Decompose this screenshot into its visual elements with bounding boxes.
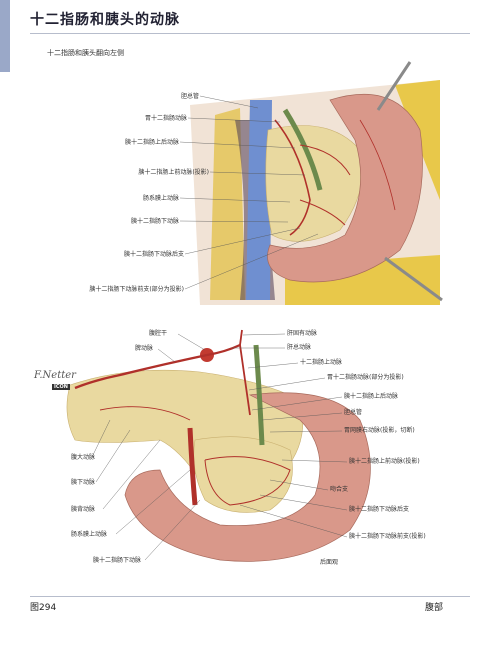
top-fat-left	[210, 108, 245, 300]
bottom-superior-mesenteric-artery	[187, 427, 198, 506]
label-post-sup-pd-artery-bottom: 胰十二指肠上后动脉	[344, 393, 399, 400]
top-retractor-lower	[384, 256, 443, 302]
top-artery-main	[274, 119, 311, 236]
label-posterior-view: 后面观	[320, 559, 339, 566]
label-inf-pd-artery-bottom: 胰十二指肠下动脉	[93, 557, 142, 564]
bottom-figure	[66, 329, 371, 562]
label-supraduodenal-artery: 十二指肠上动脉	[300, 359, 343, 366]
artist-signature: F.Netter	[34, 370, 76, 381]
bottom-common-hepatic-artery	[206, 344, 241, 357]
label-great-pancreatic-artery: 腹大动脉	[71, 454, 96, 461]
top-duodenum	[267, 93, 423, 283]
chapter-tab	[0, 0, 10, 72]
bottom-duodenum	[124, 392, 371, 562]
footer-divider	[30, 596, 470, 597]
figure-number: 图294	[30, 603, 57, 613]
label-gastroduodenal-artery-top: 胃十二指肠动脉	[144, 115, 187, 122]
top-figure	[179, 61, 443, 305]
top-retractor-upper	[376, 61, 412, 111]
publisher-badge: ICON	[52, 384, 70, 390]
label-sma-bottom: 肠系膜上动脉	[71, 531, 108, 538]
label-proper-hepatic-artery: 肝固有动脉	[287, 330, 318, 337]
bottom-pancreaticoduodenal-arcade	[204, 456, 291, 506]
label-inf-pd-anterior-branch-top: 胰十二指肠下动脉前支(部分为投影)	[89, 286, 184, 293]
label-inf-pd-artery-top: 胰十二指肠下动脉	[130, 218, 179, 225]
label-anastomosis: 吻合支	[330, 486, 349, 493]
bottom-gastroduodenal-artery	[239, 344, 251, 416]
bottom-proper-hepatic-artery	[239, 329, 243, 346]
label-celiac-trunk: 腹腔干	[149, 330, 168, 337]
section-name: 腹部	[425, 603, 444, 613]
label-inf-pd-posterior-branch-top: 胰十二指肠下动脉后支	[123, 251, 184, 258]
top-artery-branch-3	[359, 119, 396, 211]
label-ant-sup-pd-artery-top: 胰十二指肠上前动脉(投影)	[138, 169, 209, 176]
label-post-sup-pd-artery-top: 胰十二指肠上后动脉	[124, 139, 179, 146]
label-inferior-pancreatic-artery: 胰下动脉	[71, 479, 96, 486]
top-artery-branch-1	[299, 144, 351, 176]
page-title: 十二指肠和胰头的动脉	[30, 12, 180, 28]
figure-subtitle: 十二指肠和胰头翻向左侧	[47, 49, 124, 57]
label-common-bile-duct-bottom: 胆总管	[344, 409, 363, 416]
label-common-bile-duct-top: 胆总管	[180, 93, 199, 100]
label-gastroduodenal-artery-bottom: 胃十二指肠动脉(部分为投影)	[327, 374, 404, 381]
bottom-bile-duct	[253, 344, 265, 446]
label-inf-pd-anterior-branch-bottom: 胰十二指肠下动脉前支(投影)	[349, 533, 426, 540]
label-splenic-artery: 脾动脉	[135, 345, 154, 352]
label-right-gastroepiploic-artery: 胃网膜右动脉(投影，切断)	[344, 427, 415, 434]
top-artery-branch-2	[299, 199, 346, 226]
bottom-inferior-pancreatic-artery	[99, 406, 191, 421]
label-common-hepatic-artery: 肝总动脉	[287, 344, 312, 351]
label-dorsal-pancreatic-artery: 胰背动脉	[71, 506, 96, 513]
top-pancreas-head	[265, 125, 363, 242]
title-divider	[30, 33, 470, 34]
top-vena-cava	[246, 100, 272, 300]
label-ant-sup-pd-artery-bottom: 胰十二指肠上前动脉(投影)	[349, 458, 420, 465]
bottom-splenic-artery	[74, 353, 208, 390]
top-bile-duct	[282, 108, 323, 191]
label-sma-top: 肠系膜上动脉	[142, 195, 179, 202]
bottom-leader-lines	[91, 333, 348, 561]
label-inf-pd-posterior-branch-bottom: 胰十二指肠下动脉后支	[349, 506, 410, 513]
top-leader-lines	[179, 95, 319, 290]
bottom-pancreas-head	[193, 436, 293, 513]
